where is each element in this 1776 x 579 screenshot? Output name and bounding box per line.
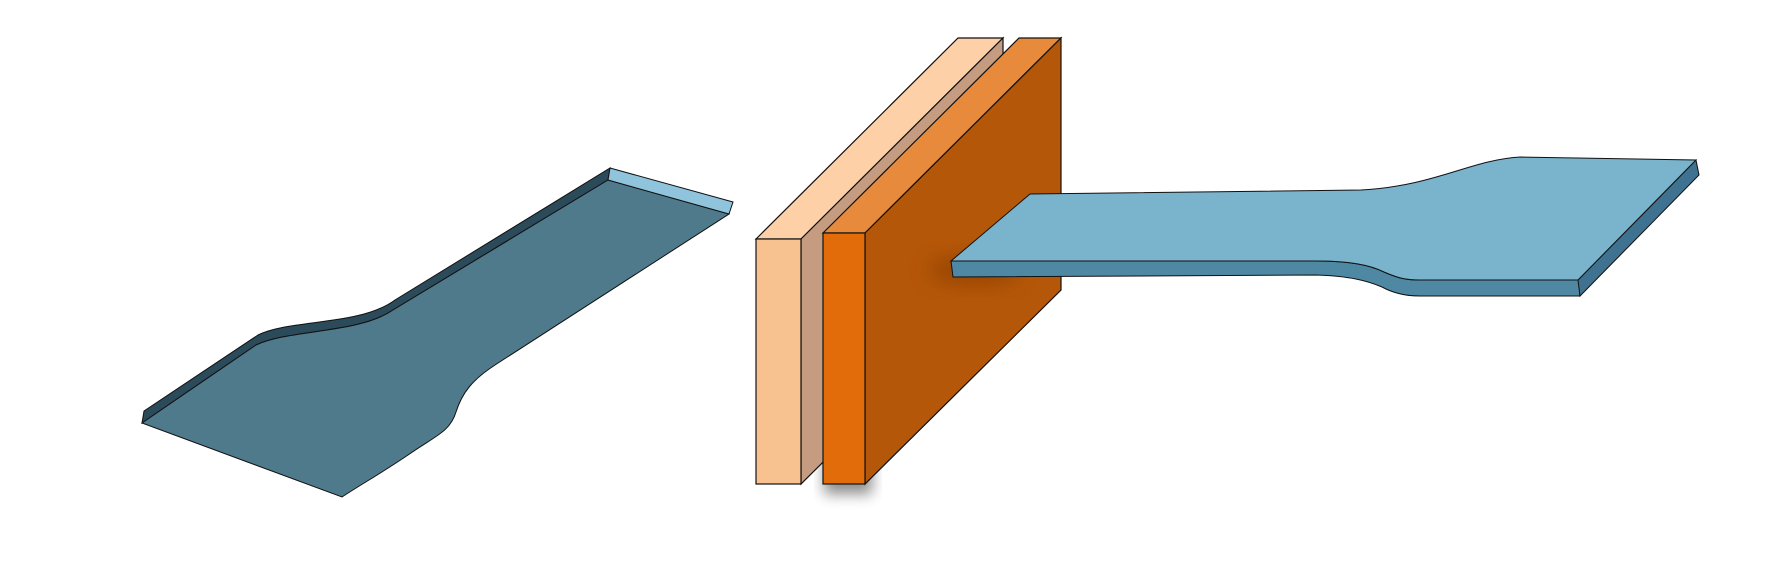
right-dogbone-specimen	[949, 156, 1700, 298]
right-specimen-top-face	[949, 156, 1698, 281]
left-specimen-end-face	[607, 167, 734, 215]
left-specimen-top-face	[140, 179, 731, 498]
dark-plate-front	[822, 232, 866, 485]
left-dogbone-specimen	[140, 166, 734, 498]
light-plate-front	[755, 238, 802, 485]
